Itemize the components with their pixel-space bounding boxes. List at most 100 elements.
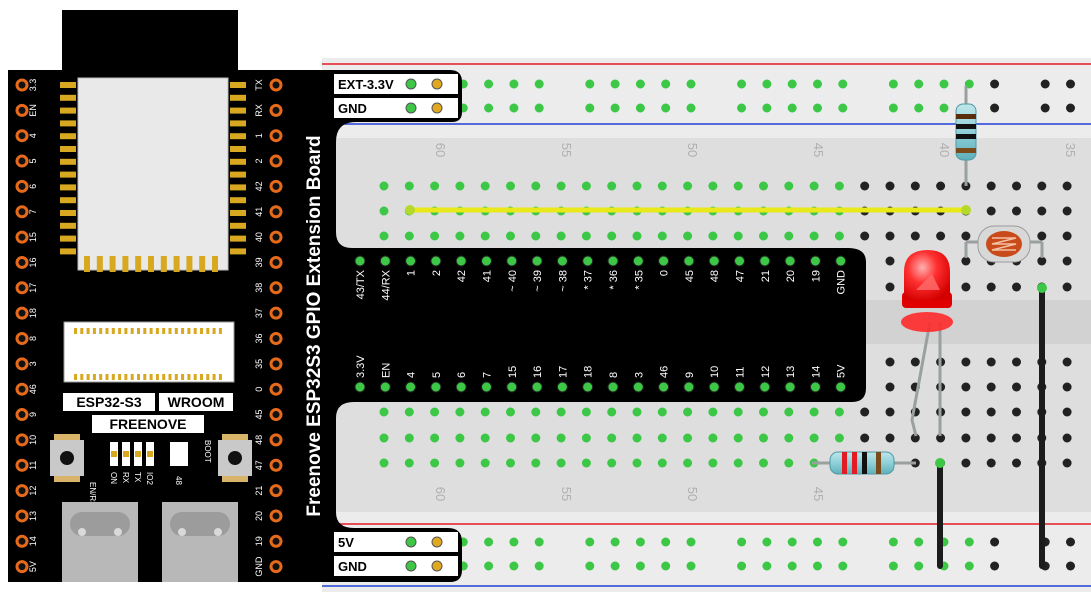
board-pin <box>269 255 283 269</box>
board-pin <box>15 534 29 548</box>
board-pin <box>15 154 29 168</box>
breadboard-hole <box>657 407 667 417</box>
antenna-area <box>62 10 238 74</box>
breadboard-hole <box>581 181 591 191</box>
board-pin-label: 7 <box>28 209 38 214</box>
breadboard-hole <box>961 433 971 443</box>
board-pin-label: 18 <box>28 308 38 318</box>
rail-hole <box>787 79 797 89</box>
board-pin <box>15 484 29 498</box>
ribbon-pin <box>212 374 216 380</box>
rail-hole <box>686 561 696 571</box>
breadboard-hole <box>1062 357 1072 367</box>
breadboard-hole <box>607 433 617 443</box>
header-pin <box>481 381 492 393</box>
rail-hole <box>1066 103 1075 113</box>
rail-hole <box>484 79 494 89</box>
header-pin <box>658 381 670 393</box>
breadboard-hole <box>607 231 617 241</box>
breadboard-hole <box>379 181 389 191</box>
rail-hole <box>838 79 848 89</box>
rail-hole <box>484 103 494 113</box>
module-pad <box>230 133 246 140</box>
breadboard-hole <box>632 231 642 241</box>
header-pin <box>734 255 745 267</box>
module-pad <box>84 256 90 272</box>
ribbon-pin <box>118 328 122 334</box>
rail-label-box <box>334 532 458 552</box>
rail-label-box <box>334 556 458 576</box>
photoresistor[interactable] <box>964 225 1044 263</box>
breadboard-hole <box>657 433 667 443</box>
breadboard-hole <box>1012 382 1021 392</box>
breadboard-hole <box>936 231 946 241</box>
board-pin-label: 14 <box>28 536 38 546</box>
header-pin <box>354 381 366 393</box>
column-number: 45 <box>811 487 826 501</box>
header-pin <box>455 255 467 267</box>
breadboard-hole <box>809 433 819 443</box>
breadboard-hole <box>986 382 996 392</box>
resistor-bottom[interactable] <box>812 451 916 475</box>
module-pad <box>230 146 246 152</box>
rail-hole <box>914 537 924 547</box>
breadboard-hole <box>506 231 515 241</box>
resistor-top[interactable] <box>955 86 977 186</box>
breadboard-hole <box>1062 206 1072 216</box>
boot-button[interactable] <box>218 434 252 482</box>
header-pin <box>582 381 594 393</box>
column-number: 50 <box>685 487 700 501</box>
board-pin <box>269 560 283 574</box>
column-number: 60 <box>433 487 448 501</box>
rail-label: GND <box>338 101 367 116</box>
module-pad <box>199 256 206 272</box>
breadboard-hole <box>784 181 794 191</box>
module-pad <box>96 256 103 272</box>
rail-hole <box>534 79 544 89</box>
rail-hole <box>838 561 848 571</box>
module-pad <box>60 222 76 229</box>
rail-label: EXT-3.3V <box>338 77 394 92</box>
usb-c-port-right[interactable] <box>162 502 238 582</box>
breadboard-hole <box>683 433 693 443</box>
board-pin-label: 37 <box>254 308 264 318</box>
breadboard-hole <box>860 407 870 417</box>
board-pin-label: 9 <box>28 412 38 417</box>
ribbon-pin <box>193 374 197 380</box>
rail-hole <box>635 561 645 571</box>
red-led[interactable] <box>901 250 953 437</box>
module-pad <box>230 184 246 191</box>
breadboard-hole <box>480 458 490 468</box>
rail-hole <box>661 79 671 89</box>
board-pin-label: 3.3 <box>28 79 38 92</box>
board-pin-label: 15 <box>28 232 38 242</box>
rail-hole <box>534 103 544 113</box>
breadboard-hole <box>759 231 768 241</box>
rail-hole <box>813 561 822 571</box>
rail-hole <box>787 103 797 113</box>
header-pin <box>455 381 467 393</box>
rail-hole <box>635 537 645 547</box>
breadboard-hole <box>1062 181 1072 191</box>
en-rst-button[interactable] <box>50 434 84 482</box>
ribbon-pin <box>181 328 185 334</box>
breadboard-hole <box>531 433 541 443</box>
usb-c-port-left[interactable] <box>62 502 138 582</box>
rail-hole <box>914 79 924 89</box>
ribbon-pin <box>118 374 122 380</box>
ribbon-pin <box>149 374 153 380</box>
ribbon-pin <box>218 328 222 334</box>
breadboard-hole <box>430 407 440 417</box>
breadboard-hole <box>986 282 996 292</box>
rail-hole <box>787 561 797 571</box>
header-pin-label: 4 <box>406 372 418 378</box>
board-pin-label: 41 <box>254 207 264 217</box>
header-pin <box>809 381 821 393</box>
breadboard-hole <box>986 433 996 443</box>
header-pin <box>354 255 366 267</box>
header-pin-label: 16 <box>532 366 544 378</box>
breadboard-hole <box>733 231 743 241</box>
breadboard-hole <box>404 231 414 241</box>
header-pin-label: 21 <box>760 270 772 282</box>
